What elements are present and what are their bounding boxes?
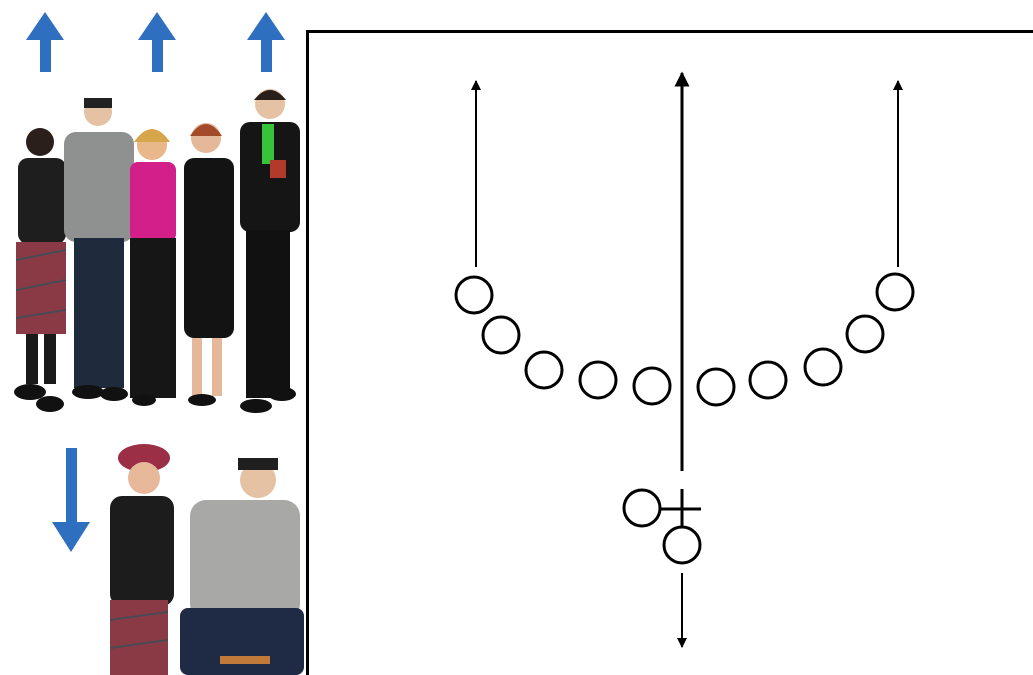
person-figure (184, 123, 234, 406)
arc-circle (454, 275, 494, 315)
arc-circle (578, 360, 618, 400)
person-figure (14, 128, 67, 412)
illustration-photo (14, 12, 304, 675)
cross-symbol (661, 489, 701, 529)
diagram-panel (306, 30, 1033, 675)
arc-circle (875, 272, 915, 312)
arc-circle (481, 315, 521, 355)
formation-diagram (454, 71, 915, 648)
up-arrow-icon (247, 12, 285, 72)
arc-circle (632, 366, 672, 406)
person-figure (180, 458, 304, 675)
illustration-photo-panel (0, 0, 306, 675)
down-arrow-icon (52, 448, 90, 552)
up-arrow-icon (138, 12, 176, 72)
circle-below-cross (662, 525, 702, 565)
person-figure (130, 129, 176, 406)
person-figure (64, 98, 134, 401)
arc-circle (524, 350, 564, 390)
arc-circle (696, 367, 736, 407)
person-figure (109, 444, 174, 675)
arc-circle (803, 347, 843, 387)
circle-left-of-cross (622, 488, 662, 528)
person-figure (240, 89, 300, 413)
arc-circle (748, 360, 788, 400)
arc-circle (845, 314, 885, 354)
up-arrow-icon (26, 12, 64, 72)
